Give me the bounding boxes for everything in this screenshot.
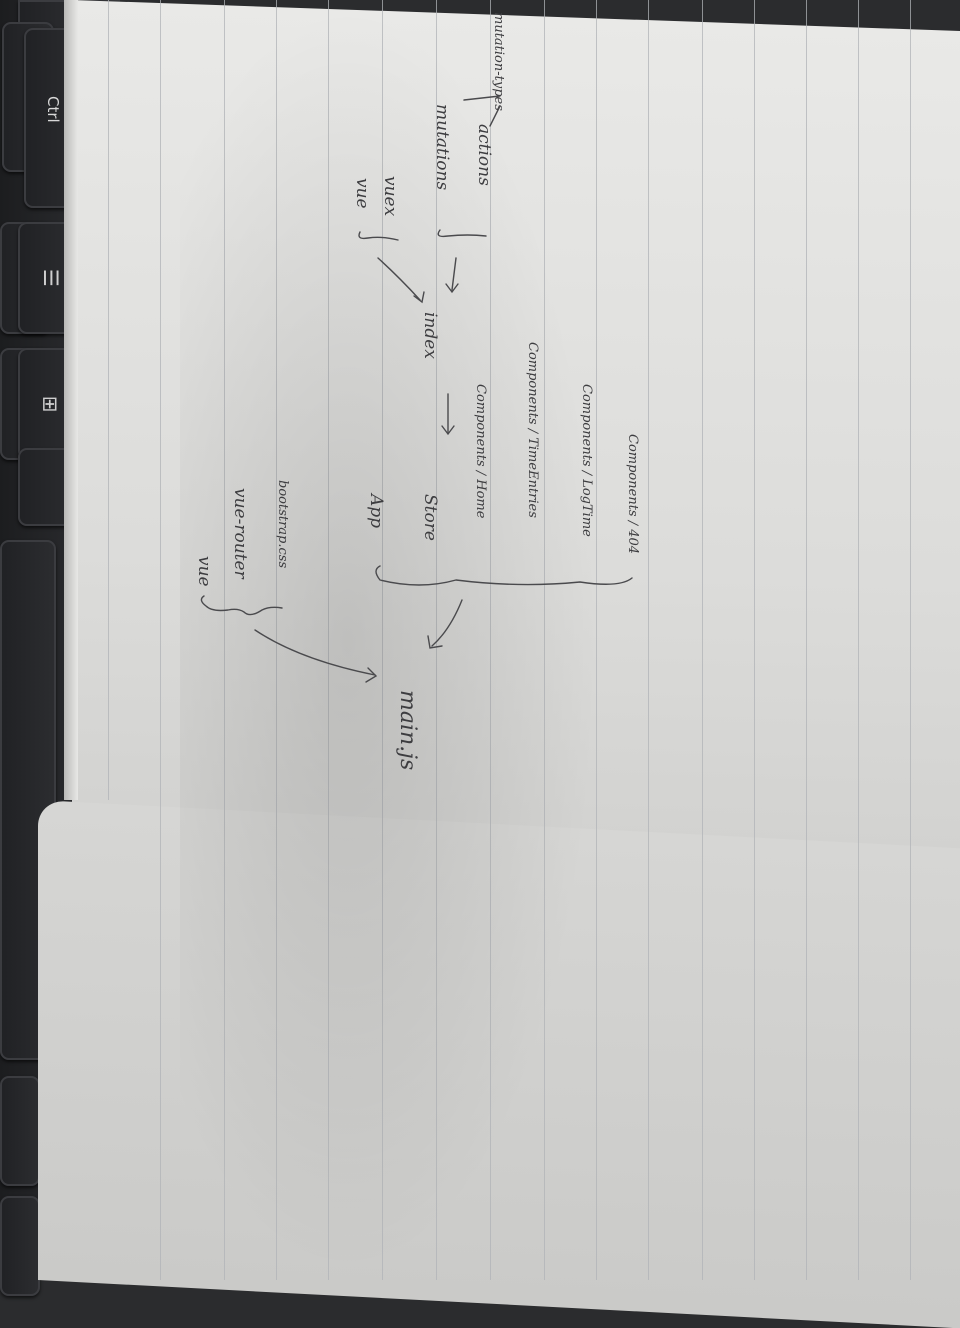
- ruled-line: [490, 0, 491, 1280]
- arrow-vuex-index: [377, 257, 421, 301]
- ruled-line: [224, 0, 225, 1280]
- ruled-line: [160, 0, 161, 1280]
- ruled-line: [544, 0, 545, 1280]
- ruled-line: [702, 0, 703, 1280]
- ruled-line: [436, 0, 437, 1280]
- ruled-line: [806, 0, 807, 1280]
- ruled-line: [276, 0, 277, 1280]
- brace-app-group: [375, 565, 633, 586]
- light-shadow: [180, 0, 600, 1280]
- ruled-line: [910, 0, 911, 1280]
- arrowhead: [445, 283, 459, 294]
- arrow-mutation-types: [463, 95, 501, 101]
- arrowhead: [441, 425, 455, 436]
- ruled-line: [648, 0, 649, 1280]
- brace-store-parts: [437, 229, 487, 238]
- arrowhead: [413, 291, 425, 304]
- ruled-line: [328, 0, 329, 1280]
- arrow-mutation-types-actions: [489, 105, 501, 127]
- page-edge: [64, 0, 78, 800]
- key: [0, 1196, 40, 1296]
- brace-vuex: [358, 231, 399, 241]
- arrow-group-main: [431, 599, 463, 647]
- ruled-line: [596, 0, 597, 1280]
- ruled-line: [858, 0, 859, 1280]
- ruled-line: [754, 0, 755, 1280]
- notebook: [38, 0, 960, 1328]
- arrowhead: [427, 635, 443, 649]
- ruled-line: [382, 0, 383, 1280]
- ruled-line: [108, 0, 109, 800]
- key: [0, 1076, 40, 1186]
- arrow-imports-main: [254, 629, 376, 676]
- arrowhead: [365, 667, 378, 683]
- pencil-strokes: [200, 95, 633, 683]
- brace-imports: [200, 595, 283, 616]
- arrow-store-parts-index: [451, 257, 457, 291]
